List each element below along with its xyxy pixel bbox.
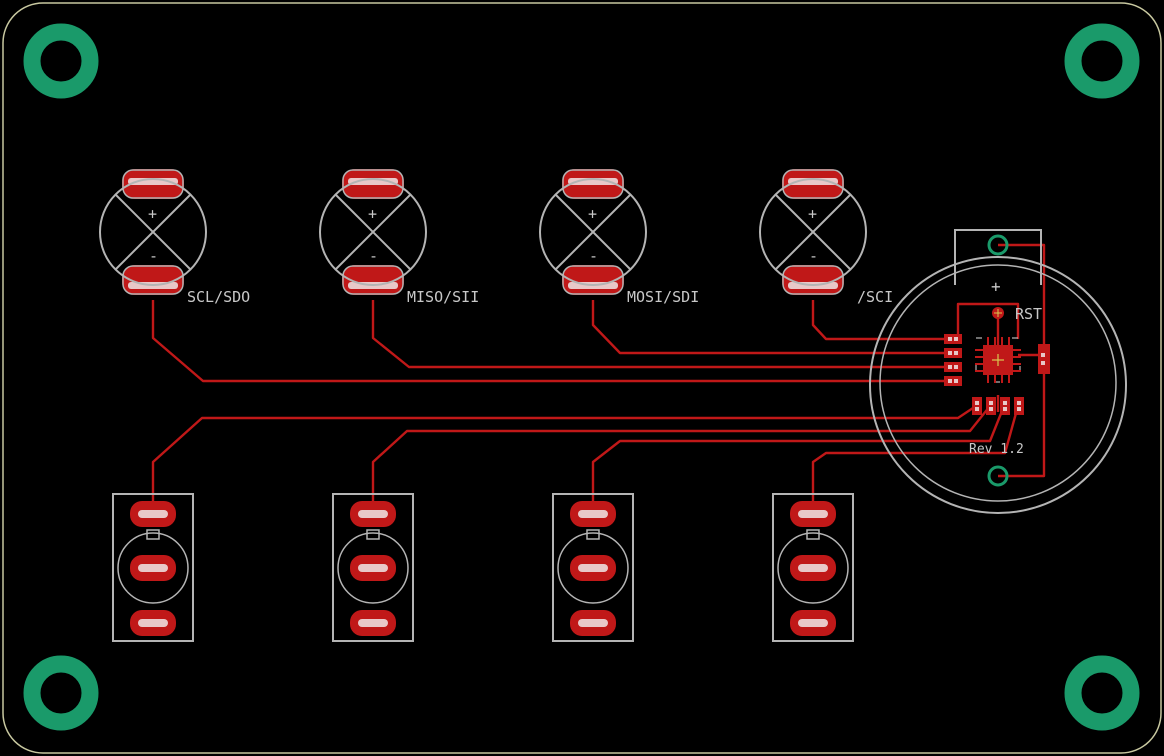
sw3-pad-2-inner xyxy=(578,564,608,572)
resistor-pad-7 xyxy=(1000,397,1010,415)
trace-sw3 xyxy=(591,405,1006,503)
led3-body xyxy=(539,178,647,286)
sw3 xyxy=(552,493,634,642)
led1-minus: - xyxy=(149,247,158,265)
trace-sw1 xyxy=(151,405,977,503)
led4-minus: - xyxy=(809,247,818,265)
led3: +- xyxy=(539,169,647,295)
sw2 xyxy=(332,493,414,642)
mount-holes xyxy=(23,23,1140,731)
led1-pad-outline xyxy=(122,265,184,295)
trace-led2 xyxy=(371,300,952,369)
sw2-pad-3-inner xyxy=(358,619,388,627)
led2-body xyxy=(319,178,427,286)
sw1 xyxy=(112,493,194,642)
resistor-pad-8 xyxy=(1014,397,1024,415)
sw2-pad-2-inner xyxy=(358,564,388,572)
switches xyxy=(112,493,854,642)
battery-plus-label: + xyxy=(991,277,1001,296)
led2-pad-outline xyxy=(342,265,404,295)
resistor-pad-3 xyxy=(944,362,962,372)
led4-plus: + xyxy=(808,205,817,223)
mount-hole-bottom-right xyxy=(1064,655,1140,731)
sw3-outline xyxy=(552,493,634,642)
trace-sw4 xyxy=(811,405,1020,503)
led4-body xyxy=(759,178,867,286)
sw1-pad-1-inner xyxy=(138,510,168,518)
battery-holder: + Rev 1.2 xyxy=(869,229,1127,514)
led1-body xyxy=(99,178,207,286)
sw4-pad-3-inner xyxy=(798,619,828,627)
battery-holder-outer-ring xyxy=(869,256,1127,514)
sw3-pad-3-inner xyxy=(578,619,608,627)
sw1-outline xyxy=(112,493,194,642)
sw4-pad-1-inner xyxy=(798,510,828,518)
led2-minus: - xyxy=(369,247,378,265)
battery-plus-pad xyxy=(987,234,1009,256)
ic-silk xyxy=(975,337,1021,383)
sw3-key xyxy=(586,529,600,540)
battery-minus-pad xyxy=(987,465,1009,487)
sw4-pad-2-inner xyxy=(798,564,828,572)
rst-label: RST xyxy=(1015,305,1042,323)
resistor-pad-1 xyxy=(944,334,962,344)
led2-plus: + xyxy=(368,205,377,223)
sw1-body xyxy=(117,532,189,604)
led3-cross-b xyxy=(554,193,632,271)
led2-label: MISO/SII xyxy=(407,288,479,306)
resistor-pad-5 xyxy=(972,397,982,415)
led1-pad-outline xyxy=(122,169,184,199)
sw3-pad-1-inner xyxy=(578,510,608,518)
mount-hole-top-left xyxy=(23,23,99,99)
sw1-pad-3-inner xyxy=(138,619,168,627)
leds: +-+-+-+- xyxy=(99,169,867,295)
traces xyxy=(151,243,1046,503)
trace-sw2 xyxy=(371,405,991,503)
mount-hole-top-right xyxy=(1064,23,1140,99)
mount-hole-bottom-left xyxy=(23,655,99,731)
led4: +- xyxy=(759,169,867,295)
resistor-pad-6 xyxy=(986,397,996,415)
resistor-pad-2 xyxy=(944,348,962,358)
trace-led1 xyxy=(151,300,952,383)
resistor-pad-4 xyxy=(944,376,962,386)
rev-label: Rev 1.2 xyxy=(969,442,1024,457)
led4-label: /SCI xyxy=(857,288,893,306)
led2-cross-b xyxy=(334,193,412,271)
trace-led3 xyxy=(591,300,952,355)
sw2-outline xyxy=(332,493,414,642)
sw1-key xyxy=(146,529,160,540)
battery-holder-inner-ring xyxy=(879,264,1117,502)
sw2-key xyxy=(366,529,380,540)
sw2-body xyxy=(337,532,409,604)
sw3-body xyxy=(557,532,629,604)
sw4-key xyxy=(806,529,820,540)
led2-pad-outline xyxy=(342,169,404,199)
led3-minus: - xyxy=(589,247,598,265)
led4-cross-b xyxy=(774,193,852,271)
led2: +- xyxy=(319,169,427,295)
led1-cross-b xyxy=(114,193,192,271)
led3-plus: + xyxy=(588,205,597,223)
sw1-pad-2-inner xyxy=(138,564,168,572)
led1-plus: + xyxy=(148,205,157,223)
led1-label: SCL/SDO xyxy=(187,288,250,306)
trace-rst xyxy=(956,302,1020,339)
sw2-pad-1-inner xyxy=(358,510,388,518)
led3-label: MOSI/SDI xyxy=(627,288,699,306)
led4-pad-outline xyxy=(782,265,844,295)
sw4-outline xyxy=(772,493,854,642)
battery-holder-outline xyxy=(954,229,1042,285)
led1: +- xyxy=(99,169,207,295)
led3-pad-outline xyxy=(562,169,624,199)
capacitor-pad xyxy=(1038,344,1050,374)
sw4 xyxy=(772,493,854,642)
led-labels: SCL/SDO MISO/SII MOSI/SDI /SCI xyxy=(187,288,893,306)
ic-cluster: RST xyxy=(944,305,1050,415)
sw4-body xyxy=(777,532,849,604)
led4-pad-outline xyxy=(782,169,844,199)
led3-pad-outline xyxy=(562,265,624,295)
